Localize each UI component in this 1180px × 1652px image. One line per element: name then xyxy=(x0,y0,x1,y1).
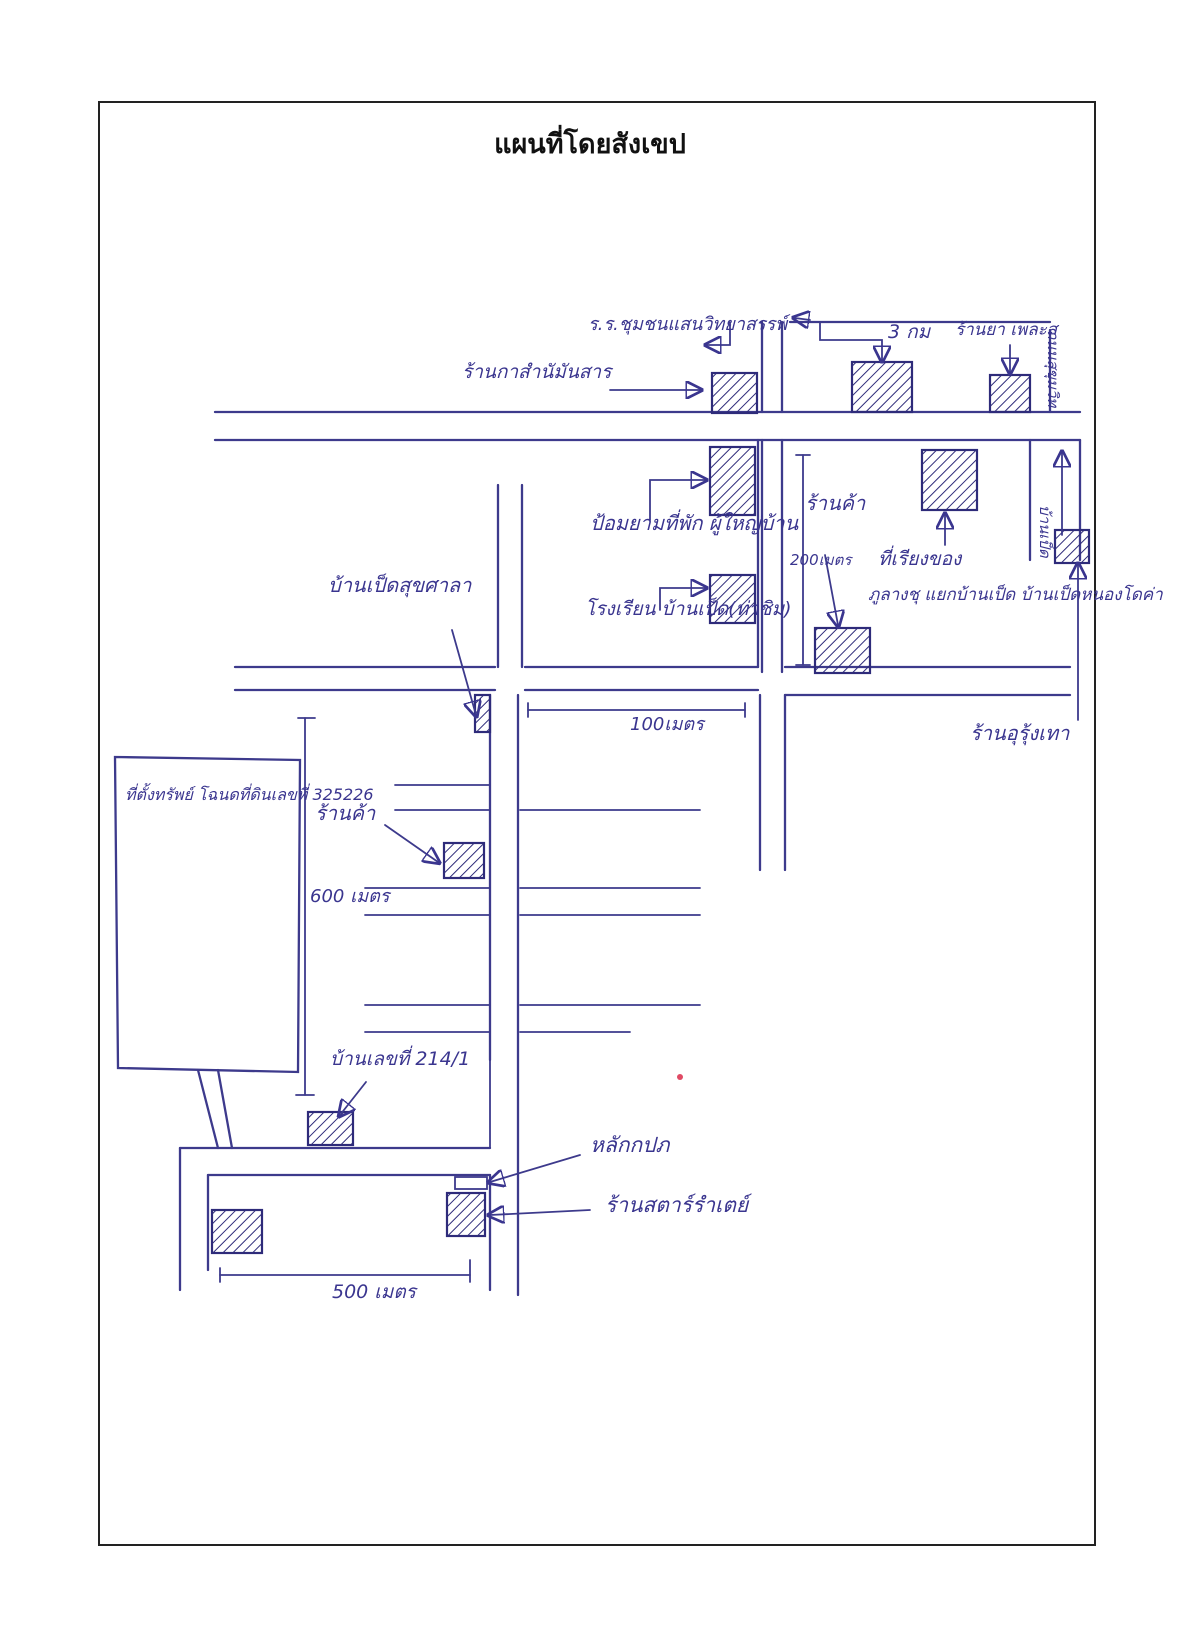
second-road xyxy=(233,665,1072,697)
dimension-100 xyxy=(527,702,746,718)
stray-mark xyxy=(677,1074,683,1080)
label-dist-500: 500 เมตร xyxy=(332,1281,419,1303)
dimension-600 xyxy=(295,717,316,1096)
label-side-road-top: ถนนสุขุมวิท xyxy=(1044,330,1062,408)
label-three-km: 3 กม xyxy=(888,321,932,343)
plot-box xyxy=(113,755,302,1150)
building-village-lane xyxy=(473,693,492,734)
label-collection: ที่เรียงของ xyxy=(878,545,963,570)
building-plot-bottom xyxy=(210,1208,264,1255)
building-school-top xyxy=(710,371,759,415)
water-pole-marker xyxy=(454,1176,488,1190)
building-school-mid xyxy=(708,573,757,625)
building-shop-center xyxy=(813,626,872,675)
building-three-km xyxy=(850,360,914,414)
building-collection xyxy=(920,448,979,512)
label-village-lane: บ้านเป็ดสุขศาลา xyxy=(328,573,472,598)
central-vertical-road xyxy=(488,438,787,1297)
label-dist-600: 600 เมตร xyxy=(310,886,392,907)
main-road-top xyxy=(213,410,1082,442)
building-guard-post xyxy=(708,445,757,517)
dimension-500 xyxy=(219,1259,471,1283)
building-pharmacy xyxy=(988,373,1032,414)
side-lanes xyxy=(364,784,701,1149)
label-plot: ที่ตั้งทรัพย์ โฉนดที่ดินเลขที่ 325226 xyxy=(125,783,374,804)
building-right-road xyxy=(1053,528,1091,565)
label-pharmacy: ร้านยา เพละส xyxy=(955,320,1060,340)
building-house xyxy=(306,1110,355,1147)
label-water-pole: หลักกปภ xyxy=(590,1133,671,1157)
label-school-top: ร.ร.ชุมชนแสนวิทยาสรรพ์ xyxy=(588,314,791,335)
label-dist-200: 200เมตร xyxy=(790,551,853,569)
label-school-mid: โรงเรียน บ้านเป็ด(ท่าชิม) xyxy=(585,597,792,620)
label-shop-mid: ร้านค้า xyxy=(315,801,376,825)
main-road-vertical xyxy=(760,320,784,674)
label-junction: ภูลางชุ แยกบ้านเป็ด บ้านเป็ดหนองโดค่า xyxy=(868,584,1163,605)
label-dist-100: 100เมตร xyxy=(630,714,706,735)
building-shop-bottom xyxy=(445,1191,487,1238)
label-shop-center: ร้านค้า xyxy=(805,491,866,515)
label-shop-far-right: ร้านอุรุ้งเทา xyxy=(970,721,1070,746)
map-frame xyxy=(98,101,1096,1546)
leader-arrows xyxy=(340,318,1078,1215)
label-guard-post: ป้อมยามที่พัก ผู้ใหญ่บ้าน xyxy=(590,509,799,536)
label-house-no: บ้านเลขที่ 214/1 xyxy=(330,1045,470,1070)
label-shop-left-top: ร้านกาสำนัมันสาร xyxy=(462,361,614,383)
dimension-200 xyxy=(795,454,811,666)
label-side-road-right: บ้านเป็ด xyxy=(1036,505,1054,559)
label-shop-bottom: ร้านสตาร์รำเตย์ xyxy=(605,1193,752,1217)
page-title: แผนที่โดยสังเขป xyxy=(494,129,686,160)
building-shop-mid xyxy=(442,841,486,880)
